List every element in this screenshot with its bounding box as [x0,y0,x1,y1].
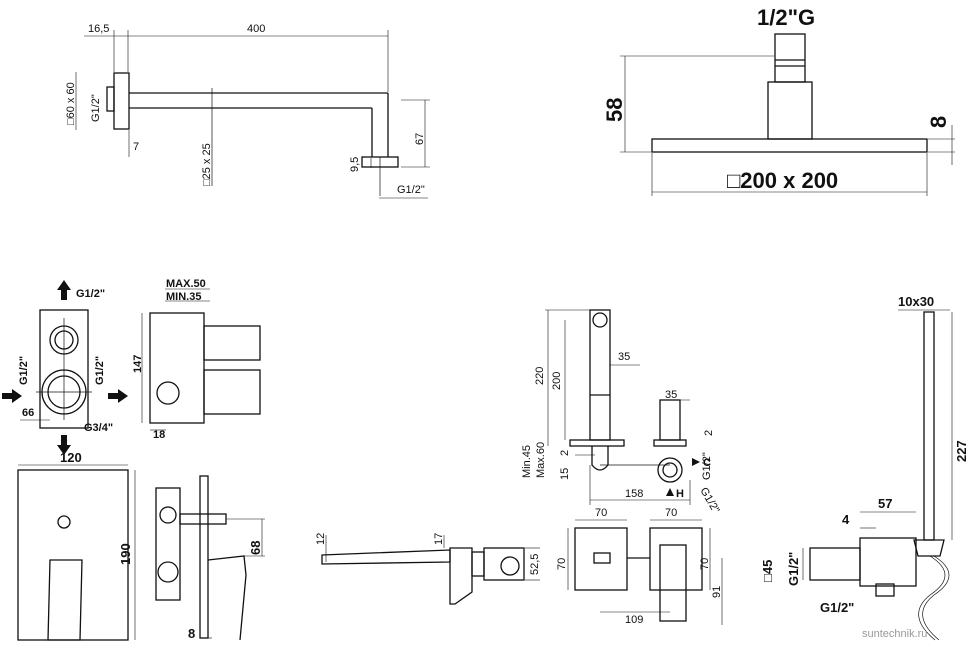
handshower-length-label: 227 [954,440,969,462]
handshower-thread-label: G1/2" [786,552,801,586]
mixer-letter-c: C [703,457,711,469]
wall-plate-side [155,475,265,641]
mixer-ext-label: 15 [559,468,571,480]
mixer-pipe-r-label: 35 [665,389,677,401]
mixer-thread-a-label: G1/2" [701,452,713,480]
head-thread-label: 1/2"G [757,5,815,30]
head-thickness-label: 8 [926,116,951,128]
handshower-size-label: 10x30 [898,294,934,309]
spout-drawing [321,535,540,605]
handshower-arm-label: 57 [878,496,892,511]
plates-w2-label: 70 [665,507,677,519]
handshower-sq-label: □45 [760,560,775,582]
mixer-min-label: Min.45 [521,445,533,478]
shower-arm-drawing [75,30,430,199]
box-depth-label: 18 [153,429,165,441]
spout-body-label: 17 [433,533,445,545]
arm-drop-label: 67 [414,133,426,145]
mixer-side-drawing [545,309,700,505]
mixer-max-label: Max.60 [535,442,547,478]
mixer-inner-label: 200 [551,372,563,390]
arm-flange-label: □60 x 60 [65,82,77,125]
head-height-label: 58 [602,98,627,122]
box-right-thread-label: G1/2" [94,356,106,385]
arm-thickness-label: 7 [133,141,139,153]
plate-proj-label: 68 [248,541,263,555]
arm-length-label: 400 [247,23,265,35]
head-size-label: □200 x 200 [727,168,838,193]
arm-tube-label: □25 x 25 [201,143,213,186]
box-left-thread-label: G1/2" [18,356,30,385]
plates-top-view [567,519,723,625]
mixer-pipe-label: 35 [618,351,630,363]
plates-h1-label: 70 [556,558,568,570]
mixer-gap-label: 2 [559,450,571,456]
mixer-letter-h: H [676,488,684,500]
plates-h2-label: 70 [699,558,711,570]
plates-span-label: 109 [625,614,643,626]
arm-offset-label: 16,5 [88,23,109,35]
handshower-drawing [802,309,953,641]
arm-drop-small-label: 9,5 [349,157,361,172]
shower-head-drawing [620,33,955,196]
handshower-thread-bottom-label: G1/2" [820,600,854,615]
handshower-offset-label: 4 [842,512,850,527]
box-min-label: MIN.35 [166,291,201,303]
plate-width-label: 120 [60,450,82,465]
concealed-box-front [2,280,128,455]
box-height-label: 147 [132,355,144,373]
box-top-thread-label: G1/2" [76,288,105,300]
mixer-tall-label: 220 [534,367,546,385]
wall-plate-front [17,464,136,641]
concealed-box-side [141,288,261,431]
mixer-thread-b-label: G1/2" [697,486,721,516]
plate-thick-label: 8 [188,626,195,641]
spout-tip-label: 12 [315,533,327,545]
arm-thread-out-label: G1/2" [397,184,425,196]
box-max-label: MAX.50 [166,278,206,290]
box-bottom-thread-label: G3/4" [84,422,113,434]
spout-ring-label: 52,5 [529,554,541,575]
mixer-base-label: 158 [625,488,643,500]
arm-thread-in-label: G1/2" [90,94,102,122]
mixer-gap-r-label: 2 [703,430,715,436]
plate-height-label: 190 [118,543,133,565]
plates-drop-label: 91 [711,586,723,598]
plates-w1-label: 70 [595,507,607,519]
box-width-left-label: 66 [22,407,34,419]
watermark: suntechnik.ru [862,628,927,640]
